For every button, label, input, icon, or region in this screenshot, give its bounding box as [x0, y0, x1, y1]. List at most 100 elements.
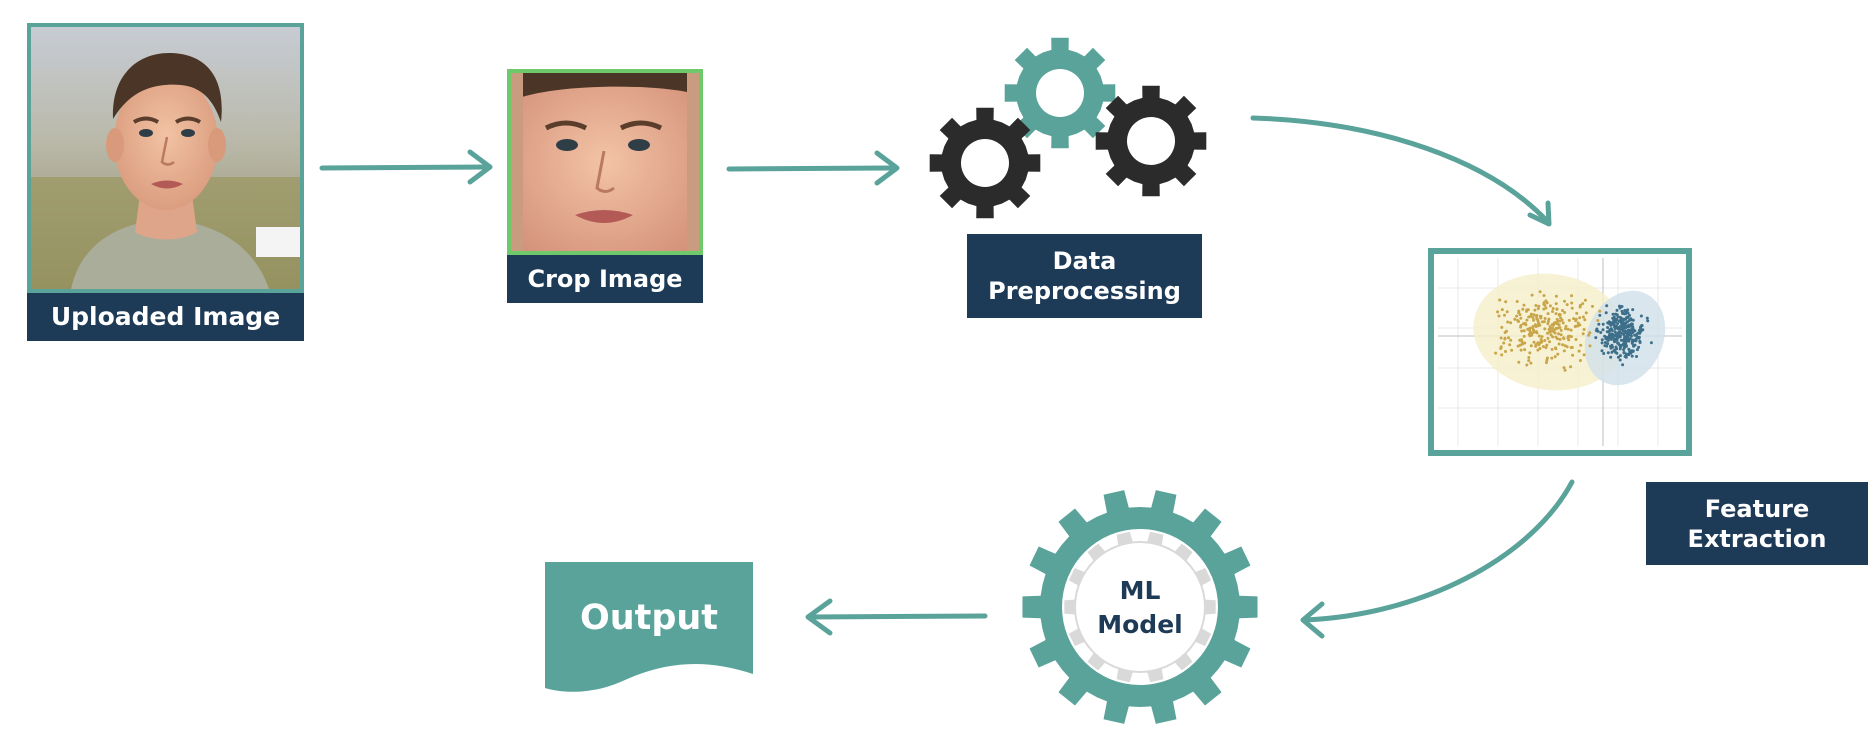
scatter-point-gold	[1502, 341, 1506, 345]
scatter-point-blue	[1627, 323, 1631, 327]
scatter-point-blue	[1621, 329, 1625, 333]
scatter-point-gold	[1529, 312, 1533, 316]
scatter-point-blue	[1611, 312, 1615, 316]
scatter-point-gold	[1525, 363, 1529, 367]
scatter-point-gold	[1569, 335, 1573, 339]
scatter-point-blue	[1621, 343, 1625, 347]
gear-ring-icon	[1022, 490, 1258, 724]
scatter-point-blue	[1615, 318, 1619, 322]
scatter-point-gold	[1557, 342, 1561, 346]
scatter-point-gold	[1543, 303, 1547, 307]
scatter-point-gold	[1555, 307, 1559, 311]
scatter-point-gold	[1498, 298, 1502, 302]
scatter-point-gold	[1496, 310, 1500, 314]
scatter-point-blue	[1618, 358, 1622, 362]
scatter-point-gold	[1536, 341, 1540, 345]
scatter-point-gold	[1554, 335, 1558, 339]
scatter-point-blue	[1618, 326, 1622, 330]
scatter-point-gold	[1528, 329, 1532, 333]
scatter-point-gold	[1523, 348, 1527, 352]
scatter-point-blue	[1606, 326, 1610, 329]
scatter-point-gold	[1516, 318, 1520, 322]
scatter-point-gold	[1562, 349, 1566, 353]
scatter-point-gold	[1535, 317, 1539, 320]
cropped-face-photo	[511, 73, 699, 251]
scatter-point-blue	[1599, 331, 1603, 334]
scatter-point-blue	[1598, 313, 1602, 317]
scatter-point-gold	[1570, 346, 1574, 349]
scatter-point-blue	[1617, 330, 1621, 334]
scatter-point-blue	[1609, 344, 1612, 348]
scatter-point-gold	[1554, 346, 1557, 350]
scatter-point-gold	[1566, 327, 1570, 331]
scatter-plot-icon	[1428, 248, 1692, 456]
scatter-point-gold	[1557, 323, 1561, 327]
scatter-point-gold	[1569, 328, 1573, 332]
scatter-point-blue	[1615, 308, 1619, 312]
scatter-point-gold	[1520, 339, 1524, 343]
scatter-point-gold	[1551, 310, 1554, 313]
scatter-point-blue	[1633, 343, 1637, 347]
scatter-point-gold	[1518, 338, 1522, 342]
scatter-point-gold	[1535, 314, 1539, 317]
scatter-point-gold	[1548, 340, 1551, 344]
scatter-point-blue	[1613, 339, 1617, 343]
scatter-point-gold	[1520, 329, 1524, 333]
scatter-point-gold	[1522, 334, 1526, 338]
scatter-point-gold	[1563, 311, 1567, 314]
scatter-point-gold	[1517, 311, 1521, 315]
scatter-point-gold	[1531, 316, 1535, 320]
scatter-point-blue	[1620, 322, 1624, 326]
crop-image-label: Crop Image	[507, 255, 703, 303]
scatter-point-gold	[1547, 317, 1551, 321]
scatter-point-gold	[1570, 306, 1574, 310]
scatter-point-blue	[1631, 349, 1635, 353]
scatter-point-gold	[1572, 317, 1576, 321]
scatter-point-blue	[1615, 351, 1619, 355]
scatter-point-gold	[1548, 325, 1552, 329]
scatter-point-gold	[1538, 341, 1542, 345]
arrow-curved-down	[1250, 115, 1552, 227]
scatter-point-gold	[1583, 318, 1587, 322]
scatter-point-gold	[1532, 340, 1536, 344]
scatter-point-gold	[1537, 322, 1541, 326]
scatter-point-gold	[1513, 317, 1517, 321]
scatter-point-gold	[1504, 300, 1508, 304]
scatter-point-gold	[1581, 315, 1585, 319]
scatter-point-gold	[1534, 330, 1538, 334]
scatter-point-blue	[1621, 363, 1625, 367]
scatter-point-gold	[1503, 337, 1507, 341]
scatter-point-gold	[1521, 307, 1525, 311]
scatter-point-gold	[1584, 311, 1588, 315]
scatter-point-gold	[1539, 338, 1543, 341]
scatter-point-blue	[1610, 323, 1614, 327]
scatter-point-blue	[1610, 332, 1614, 336]
scatter-point-gold	[1555, 317, 1559, 321]
scatter-point-blue	[1624, 354, 1628, 358]
scatter-point-blue	[1612, 322, 1616, 326]
scatter-point-blue	[1645, 316, 1649, 320]
scatter-point-blue	[1638, 341, 1642, 344]
scatter-point-gold	[1551, 326, 1554, 330]
scatter-point-gold	[1554, 294, 1558, 298]
scatter-point-gold	[1559, 328, 1563, 332]
scatter-point-gold	[1540, 335, 1544, 339]
scatter-point-gold	[1578, 316, 1582, 320]
scatter-point-gold	[1571, 353, 1575, 357]
scatter-point-gold	[1523, 321, 1527, 325]
scatter-point-gold	[1531, 331, 1535, 335]
scatter-point-gold	[1533, 308, 1537, 312]
scatter-point-blue	[1621, 312, 1625, 315]
scatter-point-gold	[1519, 316, 1523, 320]
dark-gear-right-icon	[1095, 85, 1207, 197]
scatter-point-blue	[1634, 337, 1638, 341]
scatter-point-gold	[1546, 312, 1550, 316]
scatter-point-gold	[1574, 317, 1578, 321]
arrow-right	[726, 150, 900, 186]
scatter-point-gold	[1591, 304, 1594, 308]
scatter-point-gold	[1582, 353, 1586, 357]
scatter-point-gold	[1525, 318, 1529, 322]
scatter-point-gold	[1546, 322, 1550, 326]
crop-image-photo	[507, 69, 703, 255]
scatter-point-blue	[1613, 348, 1617, 352]
